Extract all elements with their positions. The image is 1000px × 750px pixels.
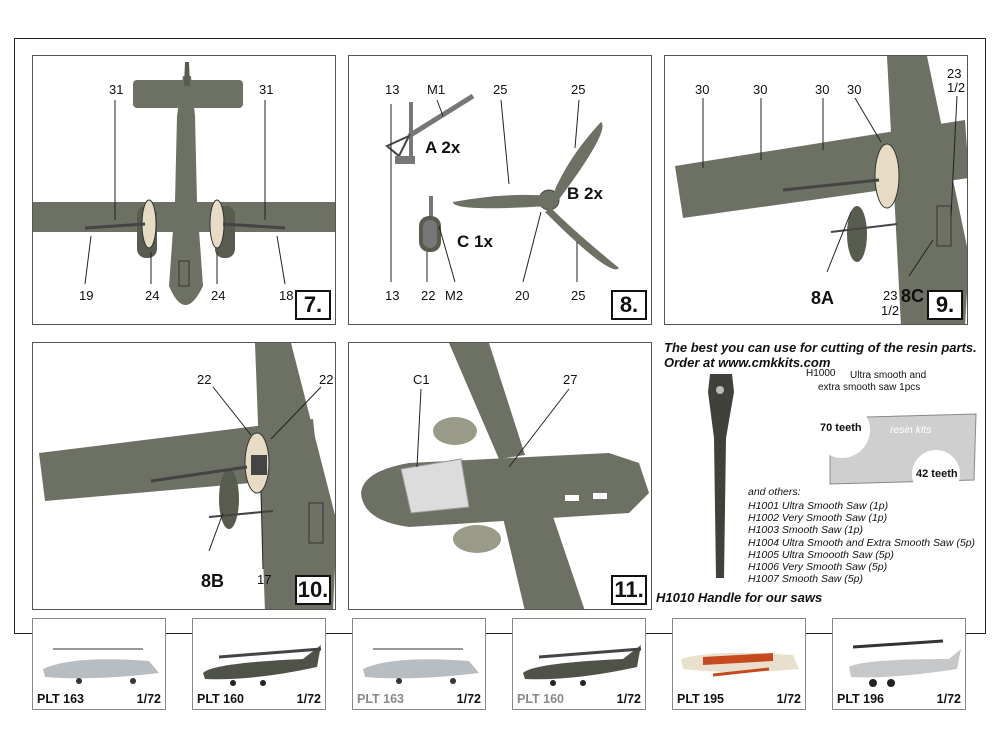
step-7-panel: 31 31 19 24 24 18 7. (32, 55, 336, 325)
step-9-drawing (675, 56, 967, 324)
thumb-code: PLT 160 (197, 692, 245, 706)
advert-headline: The best you can use for cutting of the … (664, 340, 977, 355)
callout-31-right: 31 (259, 82, 274, 97)
callout-22-left: 22 (197, 372, 212, 387)
thumb-scale: 1/72 (456, 692, 481, 706)
callout-31-left: 31 (109, 82, 124, 97)
callout-8a: 8A (811, 288, 835, 308)
advert-item: H1001 Ultra Smooth Saw (1p) (748, 500, 889, 512)
callout-18: 18 (279, 288, 294, 303)
callout-b-2x: B 2x (567, 184, 603, 203)
callout-25-b: 25 (571, 82, 586, 97)
advert-desc-line1: Ultra smooth and (850, 370, 927, 381)
callout-a-2x: A 2x (425, 138, 461, 157)
callout-22: 22 (421, 288, 436, 303)
step-11-panel: C1 27 11. (348, 342, 652, 610)
thumb-scale: 1/72 (136, 692, 161, 706)
saw-illustration (708, 374, 977, 578)
step-number-7: 7. (295, 290, 331, 320)
advert-website[interactable]: Order at www.cmkkits.com (664, 355, 831, 370)
callout-m1: M1 (427, 82, 446, 97)
advert-item: H1006 Very Smooth Saw (5p) (748, 561, 888, 574)
aircraft-thumb-image (43, 648, 159, 684)
callout-half-top: 1/2 (947, 80, 966, 95)
step-11-drawing (361, 343, 649, 609)
callout-30-b: 30 (753, 82, 768, 97)
aircraft-thumb-image (849, 639, 961, 687)
thumb-code: PLT 195 (677, 692, 725, 706)
step-number-8: 8. (611, 290, 647, 320)
advert-item: H1007 Smooth Saw (5p) (748, 573, 863, 586)
thumb-scale: 1/72 (776, 692, 801, 706)
product-thumb-1[interactable]: PLT 163 1/72 (32, 618, 166, 710)
step-number-10: 10. (295, 575, 331, 605)
advert-item: H1004 Ultra Smooth and Extra Smooth Saw … (748, 536, 976, 549)
callout-25-c: 25 (571, 288, 586, 303)
callout-20: 20 (515, 288, 530, 303)
thumb-scale: 1/72 (616, 692, 641, 706)
product-thumb-4[interactable]: PLT 160 1/72 (512, 618, 646, 710)
thumb-code: PLT 163 (357, 692, 405, 706)
aircraft-thumb-image (681, 652, 799, 677)
advert-handle: H1010 Handle for our saws (656, 590, 823, 605)
callout-24-right: 24 (211, 288, 226, 303)
product-thumb-6[interactable]: PLT 196 1/72 (832, 618, 966, 710)
callout-23-bottom: 23 (883, 288, 898, 303)
advert-code-h1000: H1000 (806, 368, 836, 379)
thumb-scale: 1/72 (936, 692, 961, 706)
callout-c-1x: C 1x (457, 232, 493, 251)
callout-half-bottom: 1/2 (881, 303, 900, 318)
advert-others-list: H1001 Ultra Smooth Saw (1p) H1002 Very S… (748, 500, 975, 585)
product-thumb-2[interactable]: PLT 160 1/72 (192, 618, 326, 710)
product-thumb-3[interactable]: PLT 163 1/72 (352, 618, 486, 710)
callout-c1: C1 (413, 372, 430, 387)
callout-13-top: 13 (385, 82, 400, 97)
advert-item: H1003 Smooth Saw (1p) (748, 524, 863, 537)
saw-42-teeth: 42 teeth (916, 468, 958, 480)
callout-13-bottom: 13 (385, 288, 400, 303)
thumb-code: PLT 196 (837, 692, 885, 706)
callout-22-right: 22 (319, 372, 334, 387)
aircraft-thumb-image (363, 648, 479, 684)
instruction-sheet-frame (14, 38, 986, 634)
step-9-panel: 30 30 30 30 23 1/2 23 1/2 8A 8C 9. (664, 55, 968, 325)
step-8-drawing (385, 93, 619, 283)
step-number-9: 9. (927, 290, 963, 320)
advert-others-label: and others: (748, 486, 801, 498)
callout-23-top: 23 (947, 66, 962, 81)
advert-item: H1005 Ultra Smoooth Saw (5p) (748, 548, 894, 561)
callout-8b: 8B (201, 571, 225, 591)
aircraft-thumb-image (523, 645, 642, 686)
step-number-11: 11. (611, 575, 647, 605)
product-thumb-5[interactable]: PLT 195 1/72 (672, 618, 806, 710)
callout-30-a: 30 (695, 82, 710, 97)
aircraft-thumb-image (203, 645, 322, 686)
step-7-drawing (33, 62, 335, 305)
thumb-scale: 1/72 (296, 692, 321, 706)
callout-24-left: 24 (145, 288, 160, 303)
thumb-code: PLT 163 (37, 692, 85, 706)
callout-30-c: 30 (815, 82, 830, 97)
step-8-panel: 13 M1 25 25 13 22 M2 20 25 A 2x B 2x C 1… (348, 55, 652, 325)
advert-desc-line2: extra smooth saw 1pcs (818, 382, 921, 393)
callout-m2: M2 (445, 288, 464, 303)
callout-25-a: 25 (493, 82, 508, 97)
callout-30-d: 30 (847, 82, 862, 97)
callout-17: 17 (257, 572, 272, 587)
step-10-drawing (39, 343, 335, 609)
saw-brand-text: resin kits (890, 424, 932, 436)
callout-19: 19 (79, 288, 94, 303)
callout-27: 27 (563, 372, 578, 387)
callout-8c: 8C (901, 286, 925, 306)
advert-item: H1002 Very Smooth Saw (1p) (748, 512, 888, 525)
thumb-code: PLT 160 (517, 692, 565, 706)
step-10-panel: 22 22 17 8B 10. (32, 342, 336, 610)
saw-70-teeth: 70 teeth (820, 422, 862, 434)
